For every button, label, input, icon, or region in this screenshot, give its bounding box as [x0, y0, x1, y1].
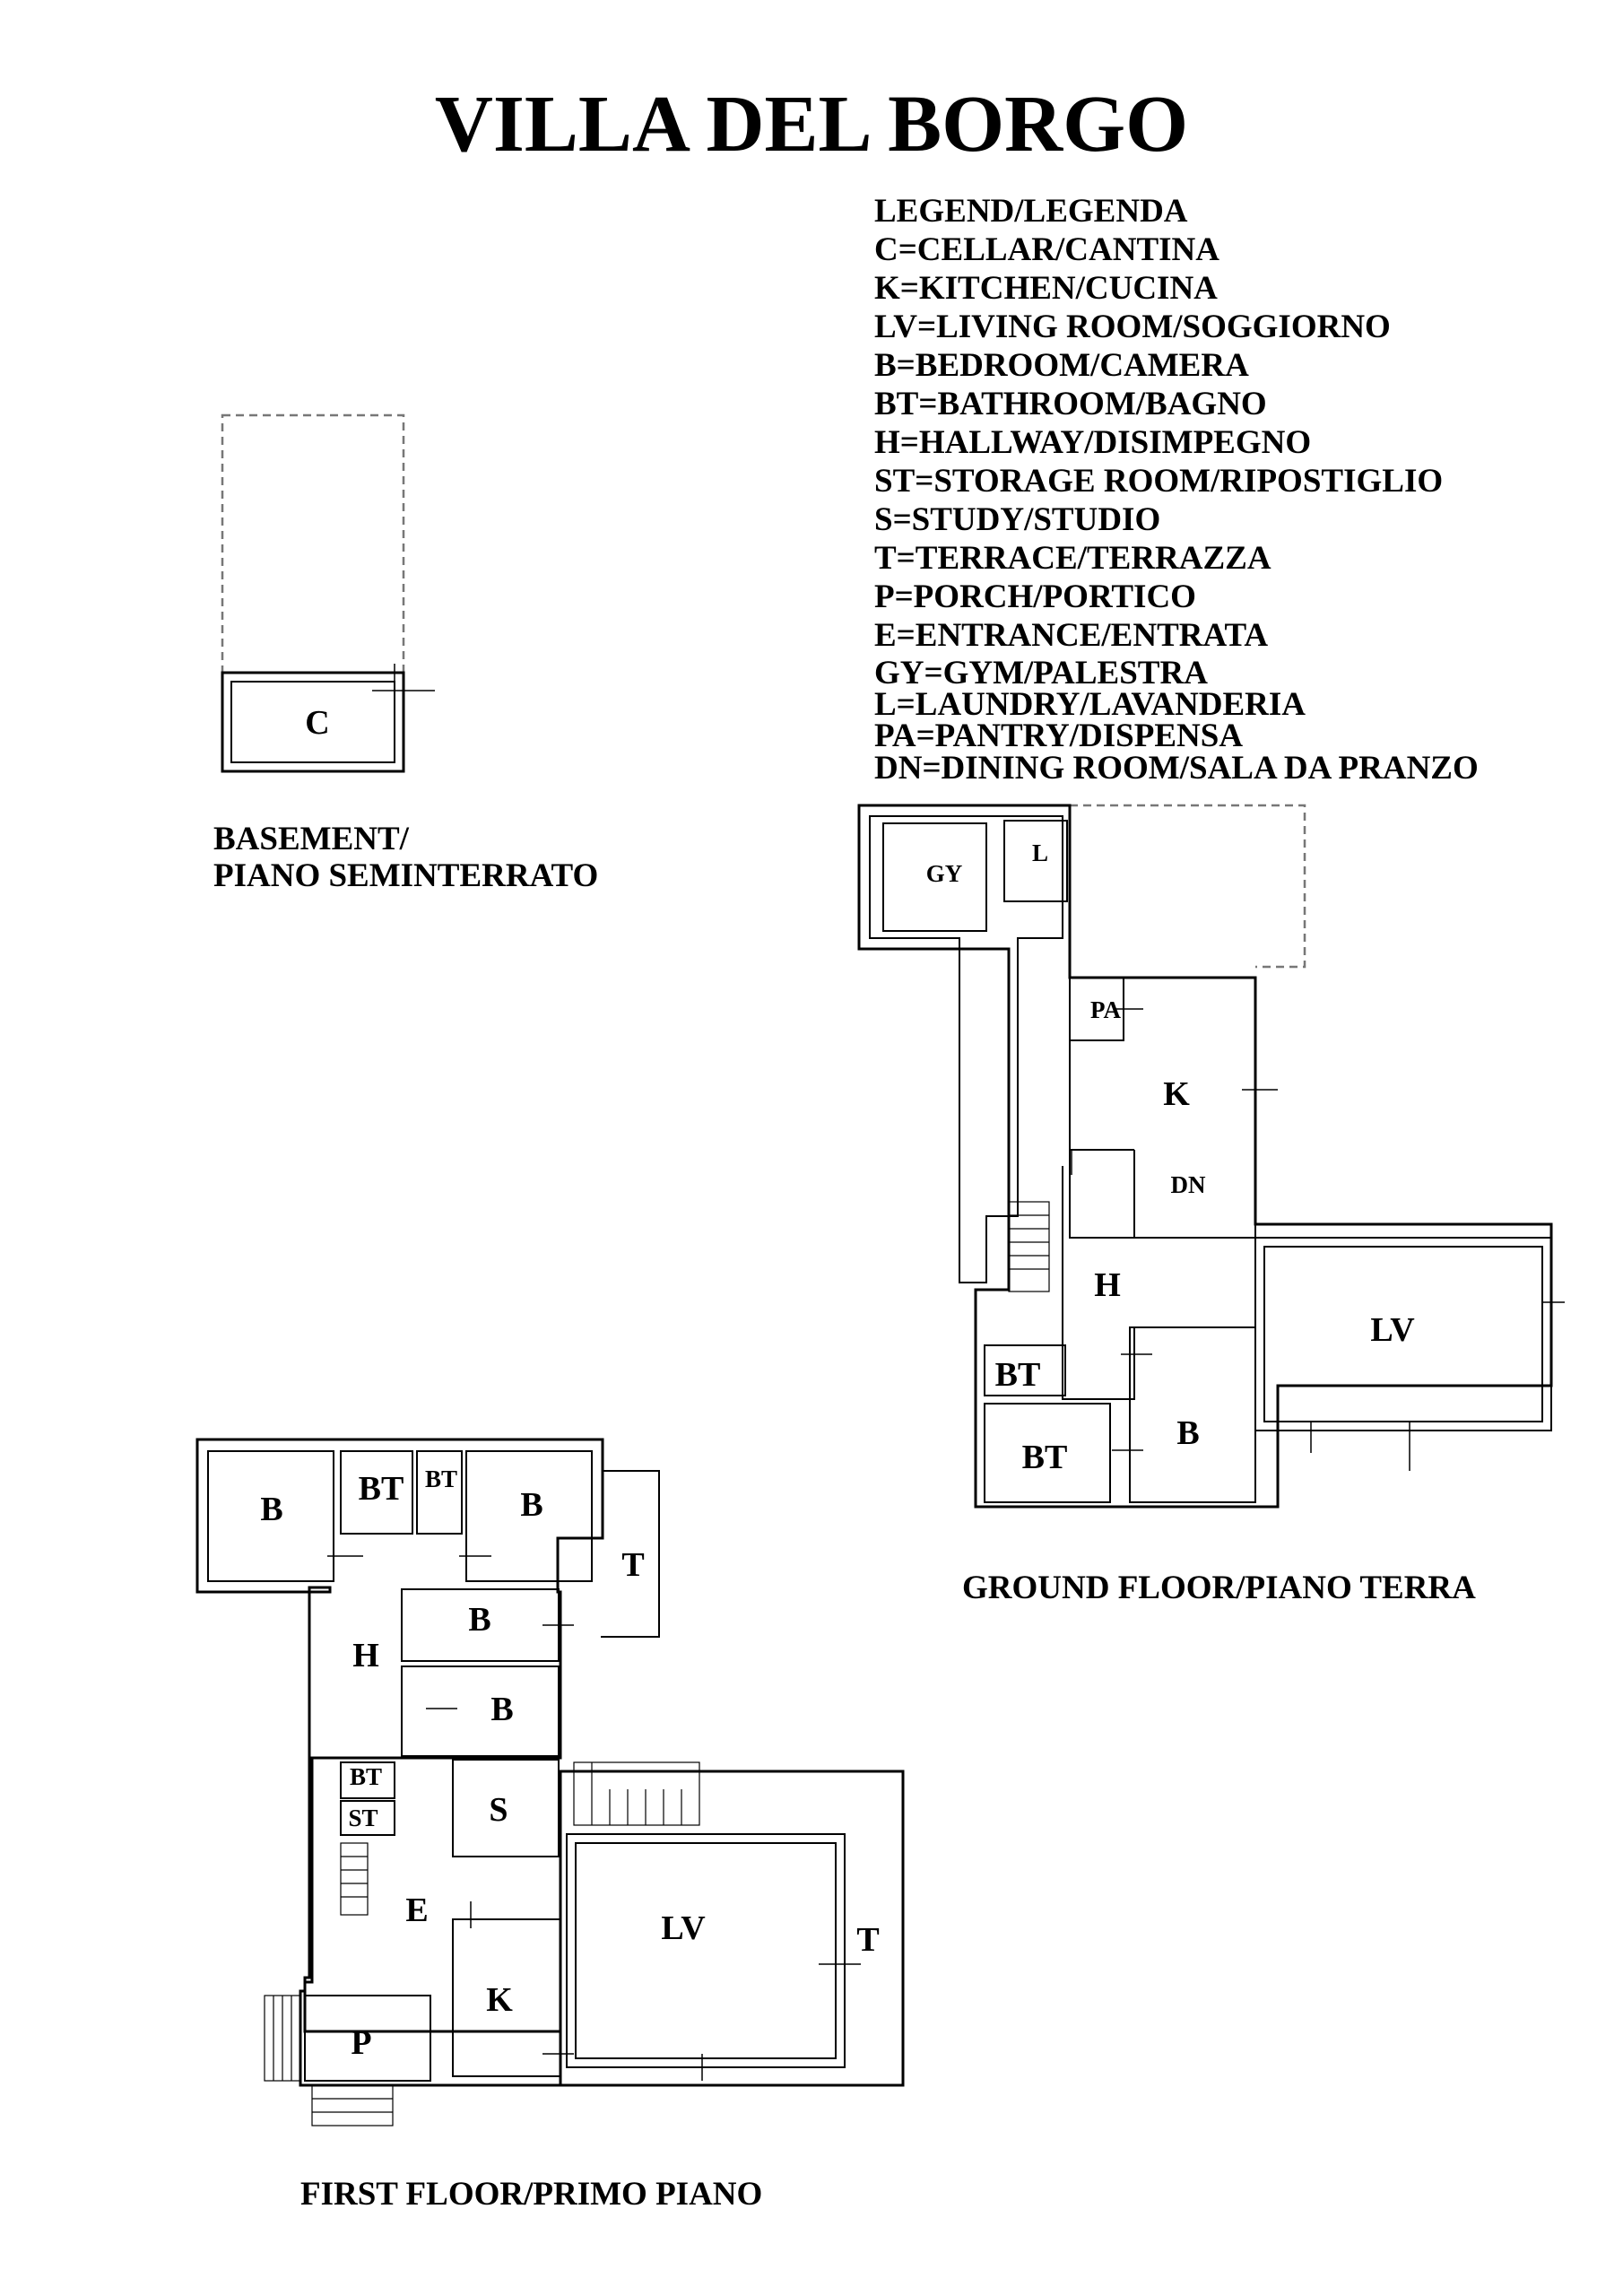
basement-plan: C BASEMENT/ PIANO SEMINTERRATO — [213, 413, 598, 894]
porch-steps — [264, 1995, 394, 2126]
room-label-living-room: LV — [1370, 1311, 1415, 1349]
legend-item-entrance: E=ENTRANCE/ENTRATA — [874, 617, 1268, 654]
legend-item-study: S=STUDY/STUDIO — [874, 501, 1160, 538]
room-label-bedroom: B — [260, 1491, 282, 1528]
ground-living-inner-wall — [1263, 1246, 1543, 1422]
first-kitchen-wall — [452, 1918, 561, 2077]
basement-caption-line2: PIANO SEMINTERRATO — [213, 857, 598, 894]
room-label-terrace: T — [621, 1546, 644, 1584]
first-floor-caption: FIRST FLOOR/PRIMO PIANO — [300, 2176, 762, 2213]
room-label-study: S — [489, 1791, 508, 1829]
room-label-bedroom: B — [468, 1601, 490, 1639]
room-label-laundry: L — [1032, 839, 1048, 866]
room-label-bathroom: BT — [350, 1763, 382, 1790]
ground-inner-wall-west — [869, 815, 1063, 1283]
room-label-porch: P — [351, 2024, 371, 2062]
stair-frame — [573, 1761, 700, 1826]
stair-frame — [1008, 1201, 1050, 1292]
first-floor-plan: B BT BT B T B H B BT S ST E LV T K P FIR… — [195, 1438, 905, 2213]
cellar-inner-wall — [230, 681, 395, 763]
legend-item-kitchen: K=KITCHEN/CUCINA — [874, 270, 1218, 307]
ground-floor-plan: GY L PA K DN H LV BT BT B GROUND FLOOR/P… — [857, 804, 1565, 1606]
first-living-inner-wall — [575, 1842, 837, 2059]
room-label-dining: DN — [1171, 1171, 1206, 1198]
ground-outer-wall — [857, 804, 1553, 1509]
first-storage-wall — [340, 1800, 395, 1836]
first-bedroom4-wall — [401, 1665, 560, 1757]
first-bath3-wall — [340, 1761, 395, 1799]
room-label-entrance: E — [405, 1892, 428, 1929]
room-label-bedroom: B — [1176, 1414, 1199, 1452]
first-terrace-east-wall — [601, 1470, 660, 1638]
room-label-gym: GY — [926, 860, 963, 887]
legend-item-living-room: LV=LIVING ROOM/SOGGIORNO — [874, 309, 1391, 345]
legend-item-terrace: T=TERRACE/TERRAZZA — [874, 540, 1271, 577]
first-living-outer-wall — [566, 1833, 846, 2068]
first-bath2-wall — [416, 1450, 463, 1535]
room-label-terrace: T — [856, 1921, 879, 1959]
first-terrace-outer — [559, 1770, 905, 2087]
stair-frame — [340, 1842, 369, 1916]
legend-item-hallway: H=HALLWAY/DISIMPEGNO — [874, 424, 1311, 461]
stair-frame — [311, 2084, 394, 2126]
first-bedroom2-wall — [465, 1450, 593, 1582]
first-bath1-wall — [340, 1450, 413, 1535]
bathroom1-wall — [984, 1344, 1066, 1396]
legend-item-cellar: C=CELLAR/CANTINA — [874, 231, 1219, 268]
room-label-hallway: H — [352, 1637, 379, 1674]
gym-wall — [882, 822, 987, 932]
room-label-bathroom: BT — [425, 1465, 457, 1492]
laundry-wall — [1003, 820, 1068, 902]
legend-item-bathroom: BT=BATHROOM/BAGNO — [874, 386, 1267, 422]
legend-item-dining-room: DN=DINING ROOM/SALA DA PRANZO — [874, 750, 1479, 787]
cellar-outer-wall — [221, 671, 405, 773]
ground-floor-caption: GROUND FLOOR/PIANO TERRA — [962, 1570, 1476, 1606]
legend-item-pantry: PA=PANTRY/DISPENSA — [874, 718, 1243, 754]
hallway-wall — [1062, 1166, 1255, 1400]
room-label-kitchen: K — [486, 1981, 513, 2019]
bathroom2-wall — [984, 1403, 1111, 1503]
legend: LEGEND/LEGENDA C=CELLAR/CANTINA K=KITCHE… — [874, 193, 1479, 787]
first-porch-wall — [304, 1995, 431, 2082]
room-label-pantry: PA — [1090, 996, 1121, 1023]
first-bedroom1-wall — [207, 1450, 334, 1582]
legend-item-gym: GY=GYM/PALESTRA — [874, 655, 1208, 691]
basement-caption-line1: BASEMENT/ — [213, 821, 410, 857]
first-outer-wall-west — [195, 1438, 604, 2087]
room-label-bedroom: B — [490, 1691, 513, 1728]
first-floor-stairs — [340, 1842, 369, 1916]
legend-item-laundry: L=LAUNDRY/LAVANDERIA — [874, 686, 1306, 723]
room-label-hallway: H — [1094, 1266, 1121, 1304]
legend-item-bedroom: B=BEDROOM/CAMERA — [874, 347, 1249, 384]
legend-item-storage-room: ST=STORAGE ROOM/RIPOSTIGLIO — [874, 463, 1443, 500]
room-label-kitchen: K — [1163, 1075, 1190, 1113]
first-terrace-stairs — [573, 1761, 700, 1826]
room-label-bathroom: BT — [995, 1356, 1041, 1394]
page-title: VILLA DEL BORGO — [435, 80, 1188, 169]
ground-dashed-area — [1070, 804, 1306, 969]
first-study-wall — [452, 1759, 560, 1857]
room-label-bedroom: B — [520, 1486, 542, 1524]
room-label-bathroom: BT — [359, 1470, 404, 1508]
legend-heading: LEGEND/LEGENDA — [874, 193, 1188, 230]
ground-bedroom-wall — [1129, 1326, 1256, 1503]
room-label-living-room: LV — [661, 1909, 706, 1947]
room-label-cellar: C — [305, 704, 329, 742]
ground-stairs — [1008, 1201, 1050, 1292]
room-label-bathroom: BT — [1022, 1439, 1068, 1476]
legend-item-porch: P=PORCH/PORTICO — [874, 578, 1196, 615]
basement-outline-dashed — [221, 413, 405, 674]
kitchen-dining-wall — [1069, 977, 1256, 1239]
room-label-storage: ST — [348, 1805, 378, 1831]
